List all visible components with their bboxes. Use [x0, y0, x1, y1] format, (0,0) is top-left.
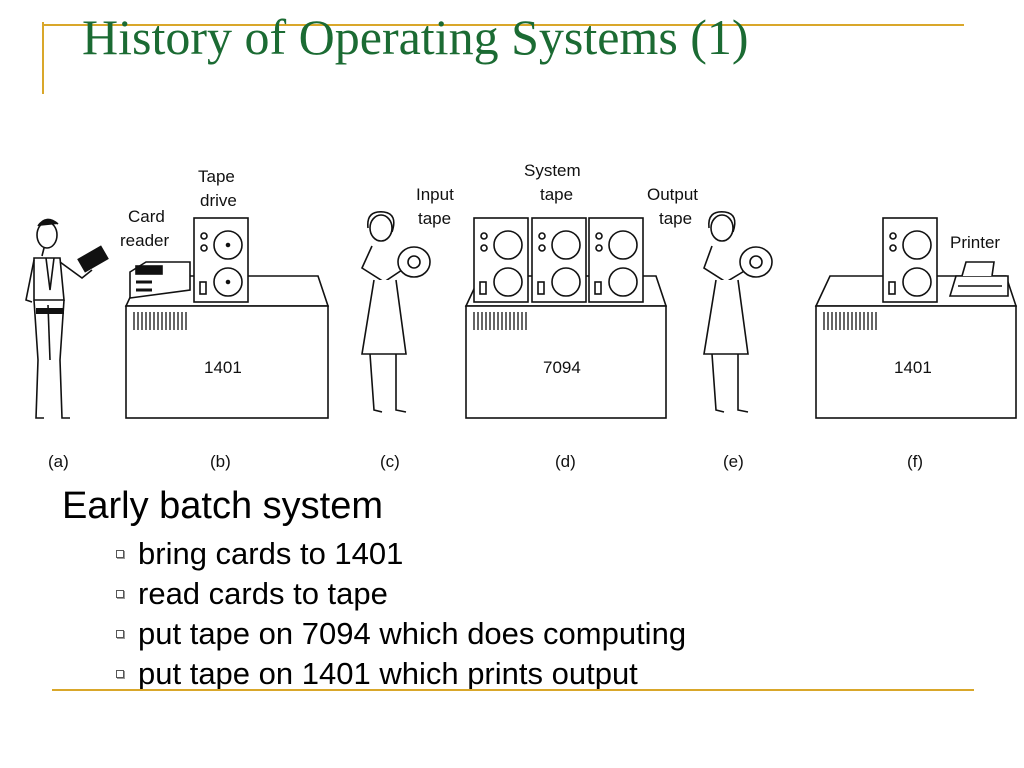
bullet-item: read cards to tape [116, 574, 962, 614]
computer-1401-printer [814, 217, 1018, 419]
label-tape-drive-2: drive [200, 191, 237, 210]
operator-woman-input [360, 211, 431, 413]
label-tape-drive-1: Tape [198, 167, 235, 186]
slide-body: Early batch system bring cards to 1401 r… [62, 485, 962, 694]
label-input-tape-1: Input [416, 185, 454, 204]
label-system-tape-2: tape [540, 185, 573, 204]
machine-label-b: 1401 [204, 358, 242, 377]
label-system-tape-1: System [524, 161, 581, 180]
square-bullet-icon [116, 629, 124, 638]
label-card-reader-1: Card [128, 207, 165, 226]
caption-a: (a) [48, 452, 69, 471]
bullet-item: bring cards to 1401 [116, 534, 962, 574]
footer-rule [52, 689, 974, 691]
label-output-tape-1: Output [647, 185, 698, 204]
slide-title: History of Operating Systems (1) [82, 9, 749, 65]
bullet-text: bring cards to 1401 [138, 535, 404, 571]
caption-c: (c) [380, 452, 400, 471]
bullet-list: bring cards to 1401 read cards to tape p… [62, 534, 962, 694]
caption-b: (b) [210, 452, 231, 471]
operator-man-figure [25, 218, 109, 419]
bullet-text: put tape on 1401 which prints output [138, 655, 638, 691]
label-card-reader-2: reader [120, 231, 169, 250]
bullet-item: put tape on 7094 which does computing [116, 614, 962, 654]
square-bullet-icon [116, 549, 124, 558]
batch-system-figure: Card reader Tape drive Input tape System… [25, 161, 1018, 471]
operator-woman-output [703, 211, 773, 413]
computer-1401-reader [124, 217, 330, 419]
label-printer: Printer [950, 233, 1000, 252]
label-output-tape-2: tape [659, 209, 692, 228]
caption-f: (f) [907, 452, 923, 471]
square-bullet-icon [116, 669, 124, 678]
bullet-text: put tape on 7094 which does computing [138, 615, 687, 651]
bullet-item: put tape on 1401 which prints output [116, 654, 962, 694]
caption-e: (e) [723, 452, 744, 471]
title-accent-vertical-rule [42, 22, 44, 94]
machine-label-d: 7094 [543, 358, 581, 377]
square-bullet-icon [116, 589, 124, 598]
title-accent-horizontal-rule [42, 24, 964, 26]
computer-7094 [464, 217, 668, 419]
machine-label-f: 1401 [894, 358, 932, 377]
caption-d: (d) [555, 452, 576, 471]
body-heading: Early batch system [62, 485, 383, 527]
bullet-text: read cards to tape [138, 575, 388, 611]
label-input-tape-2: tape [418, 209, 451, 228]
